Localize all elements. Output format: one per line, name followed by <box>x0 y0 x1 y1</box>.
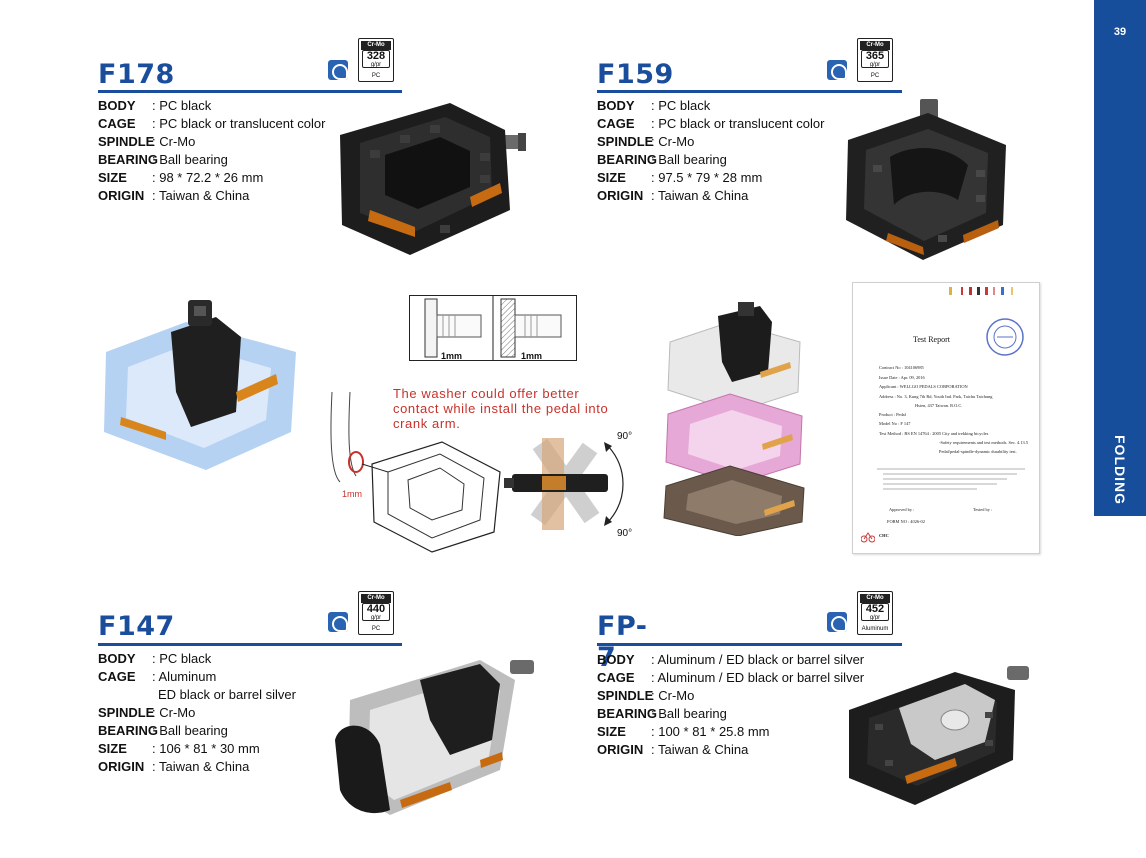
pedal-image-f159 <box>846 99 1006 260</box>
title-rule <box>597 643 902 646</box>
spec-list: BODY: PC black CAGE: PC black or translu… <box>98 98 326 203</box>
certification-seal-icon <box>986 318 1024 356</box>
page-number: 39 <box>1113 26 1127 38</box>
pedal-image-f147 <box>335 660 534 815</box>
bicycle-logo-icon <box>861 532 875 543</box>
pedal-line-drawing <box>330 392 501 553</box>
pedal-weight-icon <box>827 612 847 632</box>
title-rule <box>98 90 402 93</box>
pedal-weight-icon <box>827 60 847 80</box>
model-title: F178 <box>98 59 175 90</box>
gap-label-left: 1mm <box>441 351 463 361</box>
angle-label-bottom: 90° <box>617 528 633 539</box>
pedal-image-f178 <box>340 103 526 255</box>
washer-gap-label: 1mm <box>342 489 362 499</box>
color-bars <box>949 287 1013 295</box>
certificate-fine-print <box>877 468 1025 490</box>
angle-label-top: 90° <box>617 431 633 442</box>
spec-list: BODY: Aluminum / ED black or barrel silv… <box>597 652 865 757</box>
model-title: F147 <box>98 611 175 642</box>
title-rule <box>98 643 402 646</box>
washer-gap-diagram <box>409 295 577 361</box>
spec-list: BODY: PC black CAGE: PC black or translu… <box>597 98 825 203</box>
certificate-title: Test Report <box>913 335 950 344</box>
spec-list: BODY: PC black CAGE: Aluminum ED black o… <box>98 651 296 774</box>
washer-note: The washer could offer better contact wh… <box>393 386 609 431</box>
fold-rotation-diagram <box>504 438 624 530</box>
pedal-weight-icon <box>328 612 348 632</box>
model-title: FP-7 <box>597 611 648 673</box>
gap-label-right: 1mm <box>521 351 543 361</box>
color-variant-pedals-image <box>663 302 805 536</box>
section-label: FOLDING <box>1112 435 1128 505</box>
model-title: F159 <box>597 59 674 90</box>
section-tab: 39 FOLDING <box>1094 0 1146 516</box>
translucent-blue-pedal-image <box>104 300 296 470</box>
pedal-weight-icon <box>328 60 348 80</box>
title-rule <box>597 90 902 93</box>
pedal-image-fp7 <box>849 666 1029 805</box>
test-report-certificate: Test Report Contract No : 104106985 Issu… <box>852 282 1040 554</box>
